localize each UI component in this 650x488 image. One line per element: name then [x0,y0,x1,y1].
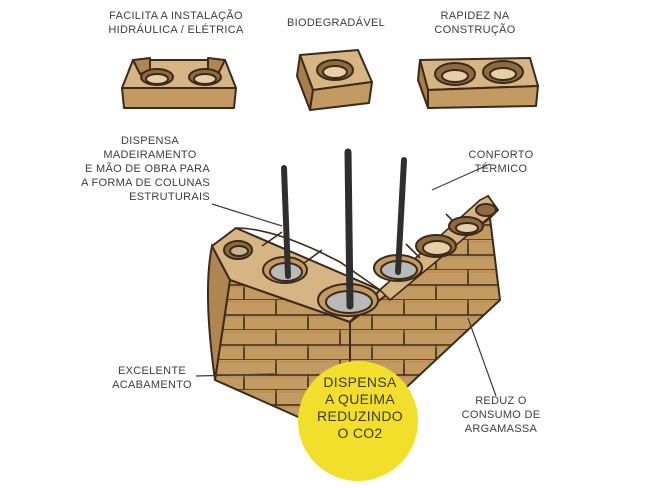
badge-line-2: A QUEIMA [324,391,396,407]
label-argamassa-line-2: CONSUMO DE [461,409,541,421]
label-argamassa: REDUZ O CONSUMO DE ARGAMASSA [446,394,556,436]
label-acabamento-line-1: EXCELENTE [117,365,187,377]
label-rapidez: RAPIDEZ NA CONSTRUÇÃO [420,9,530,37]
label-conforto-line-2: TÉRMICO [474,163,528,175]
label-conforto-line-1: CONFORTO [468,149,534,161]
label-instalacao-line-1: FACILITA A INSTALAÇÃO [109,10,243,22]
half-brick-icon [296,49,373,111]
label-biodegradavel-line-1: BIODEGRADÁVEL [286,17,386,29]
badge-line-1: DISPENSA [323,374,397,390]
label-dispensa-line-2: MADEIRAMENTO [103,149,197,161]
label-acabamento: EXCELENTE ACABAMENTO [106,364,198,392]
label-dispensa-madeiramento: DISPENSA MADEIRAMENTO E MÃO DE OBRA PARA… [60,134,210,204]
label-rapidez-line-2: CONSTRUÇÃO [434,24,516,36]
rod-right [395,157,407,275]
rod-left [281,165,291,279]
label-dispensa-line-4: A FORMA DE COLUNAS [81,177,210,189]
rod-center [344,148,354,310]
badge-line-4: O CO2 [337,425,383,441]
label-biodegradavel: BIODEGRADÁVEL [276,16,396,30]
leader-lines [195,163,497,397]
label-instalacao-line-2: HIDRÁULICA / ELÉTRICA [108,24,244,36]
badge-circle [298,361,418,481]
label-instalacao: FACILITA A INSTALAÇÃO HIDRÁULICA / ELÉTR… [108,9,244,37]
badge-line-3: REDUZINDO [317,408,403,424]
full-brick-icon [417,57,539,109]
label-argamassa-line-1: REDUZ O [475,395,527,407]
badge-text: DISPENSA A QUEIMA REDUZINDO O CO2 [300,374,420,442]
steel-rods [281,148,407,310]
label-acabamento-line-2: ACABAMENTO [112,379,192,391]
label-conforto: CONFORTO TÉRMICO [456,148,546,176]
channel-brick-icon [121,57,237,109]
label-argamassa-line-3: ARGAMASSA [464,423,538,435]
label-dispensa-line-1: DISPENSA [120,135,180,147]
label-dispensa-line-5: ESTRUTURAIS [129,191,210,203]
label-rapidez-line-1: RAPIDEZ NA [440,10,510,22]
label-dispensa-line-3: E MÃO DE OBRA PARA [84,163,210,175]
